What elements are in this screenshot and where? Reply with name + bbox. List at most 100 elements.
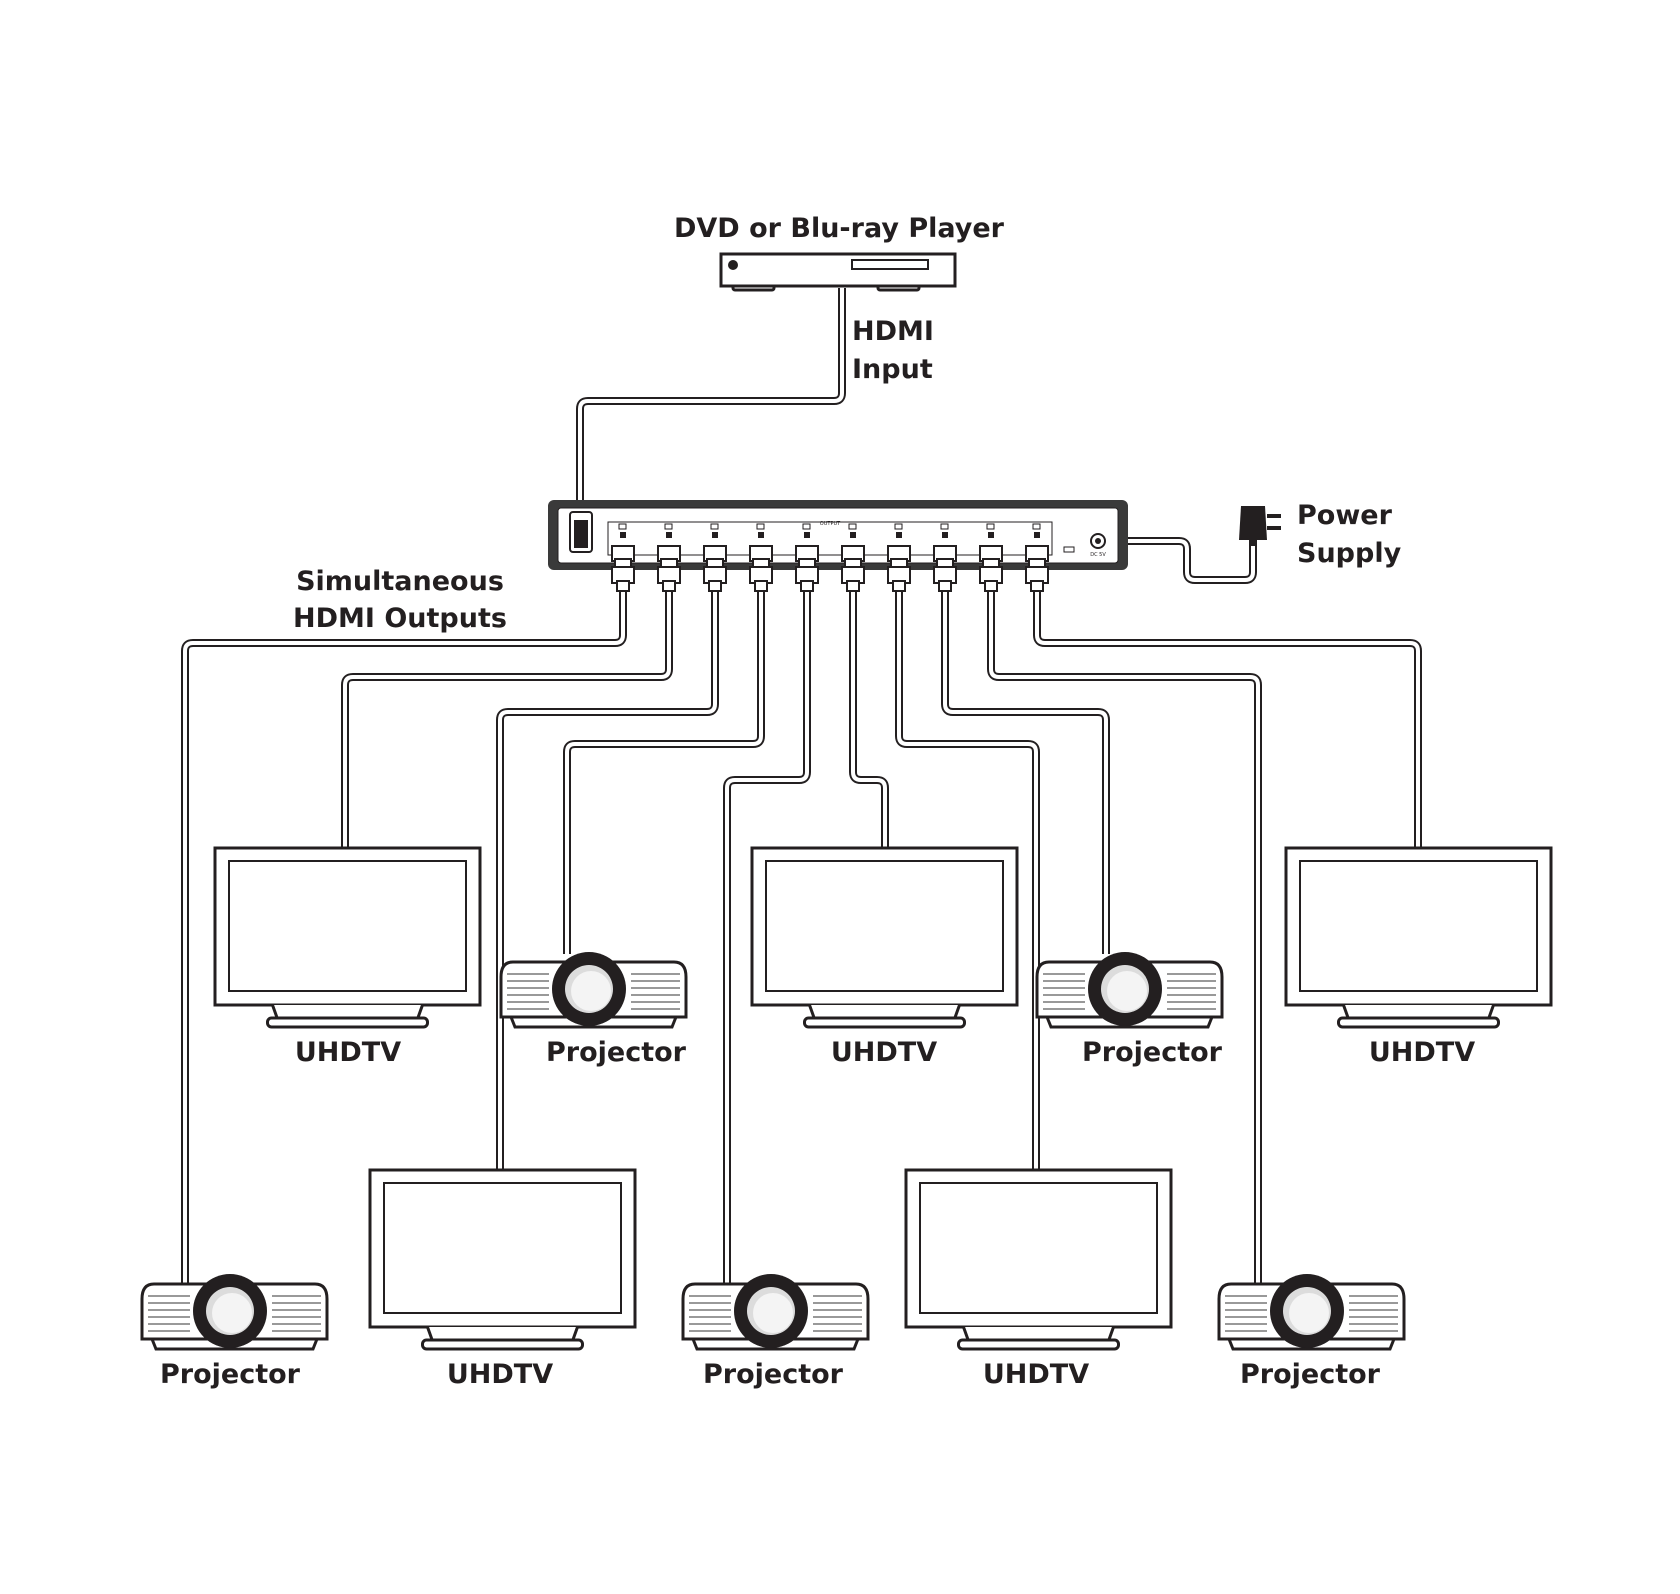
display-label: Projector — [1082, 1037, 1223, 1068]
port-led — [618, 523, 627, 530]
tv-base — [803, 1016, 966, 1029]
devices-layer — [140, 252, 1553, 1351]
uhdtv-icon — [750, 846, 1019, 1029]
splitter-output-text: OUTPUT — [820, 521, 841, 527]
lens-highlight — [212, 1293, 252, 1333]
hdmi-strain-relief — [754, 580, 768, 592]
port-led — [710, 523, 719, 530]
cables-layer — [181, 288, 1422, 1284]
hdmi-output-cable — [1033, 590, 1422, 848]
power-label-line2: Supply — [1297, 538, 1402, 569]
output-panel — [607, 521, 1053, 556]
hdmi-strain-relief — [846, 580, 860, 592]
port-indicator — [1034, 532, 1040, 538]
tv-screen — [1299, 860, 1538, 992]
port-indicator — [712, 532, 718, 538]
port-indicator — [850, 532, 856, 538]
tv-base — [421, 1338, 584, 1351]
port-indicator — [988, 532, 994, 538]
usb-port — [1063, 546, 1075, 553]
hdmi-strain-relief — [800, 580, 814, 592]
port-led — [756, 523, 765, 530]
hdmi-output-cable — [987, 590, 1262, 1284]
hdmi-input-label-line2: Input — [852, 354, 933, 385]
display-label: UHDTV — [983, 1359, 1089, 1390]
lens-highlight — [1107, 971, 1147, 1011]
display-label: Projector — [1240, 1359, 1381, 1390]
hdmi-strain-relief — [892, 580, 906, 592]
projector-icon — [140, 1274, 329, 1351]
dc-jack-pin — [1095, 538, 1101, 544]
port-led — [802, 523, 811, 530]
hdmi-output-cable — [941, 590, 1110, 954]
uhdtv-icon — [1284, 846, 1553, 1029]
projector-icon — [1035, 952, 1224, 1029]
power-adapter-icon — [1239, 506, 1281, 546]
lens-highlight — [753, 1293, 793, 1333]
splitter-dc-text: DC 5V — [1090, 552, 1106, 558]
tv-base — [1337, 1016, 1500, 1029]
tv-screen — [919, 1182, 1158, 1314]
uhdtv-icon — [213, 846, 482, 1029]
hdmi-strain-relief — [616, 580, 630, 592]
power-led-icon — [728, 260, 738, 270]
hdmi-input-label-line1: HDMI — [852, 316, 934, 347]
display-label: UHDTV — [447, 1359, 553, 1390]
tv-screen — [228, 860, 467, 992]
uhdtv-icon — [904, 1168, 1173, 1351]
tv-base — [957, 1338, 1120, 1351]
hdmi-output-cable — [895, 590, 1040, 1170]
tv-screen — [383, 1182, 622, 1314]
port-indicator — [804, 532, 810, 538]
outputs-label-line1: Simultaneous — [296, 566, 504, 597]
adapter-prong — [1267, 526, 1281, 530]
outputs-label-line2: HDMI Outputs — [293, 603, 507, 634]
display-label: Projector — [703, 1359, 844, 1390]
adapter-prong — [1267, 514, 1281, 518]
hdmi-splitter — [548, 500, 1128, 592]
display-label: UHDTV — [831, 1037, 937, 1068]
port-led — [986, 523, 995, 530]
lens-highlight — [571, 971, 611, 1011]
hdmi-output-cable — [723, 590, 811, 1284]
port-led — [848, 523, 857, 530]
port-indicator — [758, 532, 764, 538]
disc-tray — [851, 259, 929, 270]
uhdtv-icon — [368, 1168, 637, 1351]
port-led — [664, 523, 673, 530]
port-led — [894, 523, 903, 530]
tv-screen — [765, 860, 1004, 992]
port-led — [940, 523, 949, 530]
hdmi-strain-relief — [1030, 580, 1044, 592]
hdmi-strain-relief — [938, 580, 952, 592]
hdmi-output-cable — [341, 590, 673, 848]
display-label: Projector — [546, 1037, 687, 1068]
hdmi-input-cable — [576, 288, 846, 500]
projector-icon — [499, 952, 688, 1029]
hdmi-strain-relief — [708, 580, 722, 592]
display-label: UHDTV — [295, 1037, 401, 1068]
port-indicator — [896, 532, 902, 538]
power-label-line1: Power — [1297, 500, 1393, 531]
port-indicator — [620, 532, 626, 538]
hdmi-output-cable — [563, 590, 765, 954]
port-indicator — [666, 532, 672, 538]
bluray-player — [719, 252, 957, 292]
port-led — [1032, 523, 1041, 530]
display-label: UHDTV — [1369, 1037, 1475, 1068]
source-label: DVD or Blu-ray Player — [674, 213, 1005, 244]
hdmi-output-cable — [181, 590, 627, 1284]
lens-highlight — [1289, 1293, 1329, 1333]
adapter-body — [1239, 506, 1267, 540]
tv-base — [266, 1016, 429, 1029]
adapter-neck — [1249, 540, 1257, 546]
hdmi-output-cable — [496, 590, 719, 1170]
projector-icon — [1217, 1274, 1406, 1351]
display-label: Projector — [160, 1359, 301, 1390]
power-cable — [1112, 532, 1257, 584]
hdmi-output-cable — [849, 590, 889, 848]
hdmi-strain-relief — [662, 580, 676, 592]
hdmi-strain-relief — [984, 580, 998, 592]
input-connector — [574, 520, 588, 548]
